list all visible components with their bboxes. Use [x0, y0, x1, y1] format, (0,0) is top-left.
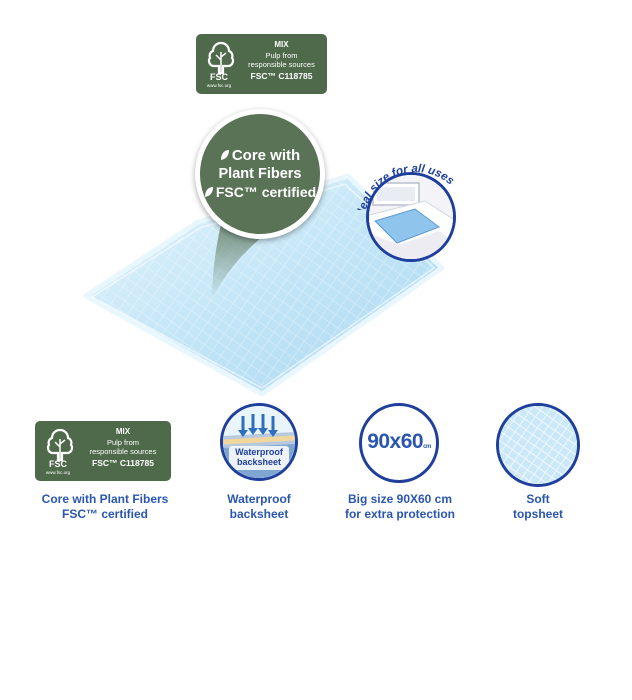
fsc-url: www.fsc.org	[45, 470, 71, 475]
leaf-icon	[220, 150, 229, 160]
fsc-brand-text: FSC	[49, 459, 67, 469]
fsc-code: FSC™ C118785	[250, 71, 313, 82]
fsc-code: FSC™ C118785	[92, 458, 154, 469]
soft-topsheet-icon	[496, 403, 580, 487]
size-icon-value: 90x60	[367, 430, 424, 453]
feature-label-soft-topsheet: Soft topsheet	[512, 492, 563, 521]
fsc-mix: MIX	[115, 427, 131, 436]
feature-label-plant-fibers: Core with Plant Fibers FSC™ certified	[41, 492, 169, 521]
fsc-badge-bottom: FSC www.fsc.org MIX Pulp from responsibl…	[35, 421, 171, 481]
plant-fiber-callout: Core with Plant Fibers FSC™ certified	[195, 109, 325, 239]
leaf-icon	[204, 187, 213, 197]
waterproof-icon: Waterproof backsheet	[220, 403, 298, 481]
feature-label-big-size: Big size 90X60 cm for extra protection	[344, 492, 455, 521]
waterproof-icon-text-line1: Waterproof	[235, 447, 283, 457]
fsc-url: www.fsc.org	[206, 83, 232, 88]
fsc-pulp-line2: responsible sources	[248, 59, 315, 69]
fsc-pulp-line2: responsible sources	[89, 446, 157, 456]
waterproof-icon-text-line2: backsheet	[236, 457, 282, 467]
callout-line1: Core with	[231, 147, 301, 164]
callout-line3: FSC™ certified	[215, 184, 317, 200]
callout-line2: Plant Fibers	[218, 166, 302, 182]
ideal-size-circle	[366, 172, 456, 262]
fsc-tree-icon	[207, 41, 235, 75]
fsc-mix: MIX	[274, 40, 289, 49]
fsc-tree-icon	[46, 428, 74, 462]
size-icon-unit: cm	[423, 444, 431, 450]
fsc-brand-text: FSC	[210, 72, 228, 82]
feature-label-waterproof: Waterproof backsheet	[227, 492, 291, 521]
fsc-pulp-line1: Pulp from	[265, 51, 298, 61]
size-icon: 90x60cm	[359, 403, 439, 483]
fsc-badge-top: FSC www.fsc.org MIX Pulp from responsibl…	[196, 34, 327, 94]
bed-scene-icon	[369, 175, 453, 259]
callout-pointer	[212, 220, 278, 300]
fsc-pulp-line1: Pulp from	[106, 438, 140, 448]
